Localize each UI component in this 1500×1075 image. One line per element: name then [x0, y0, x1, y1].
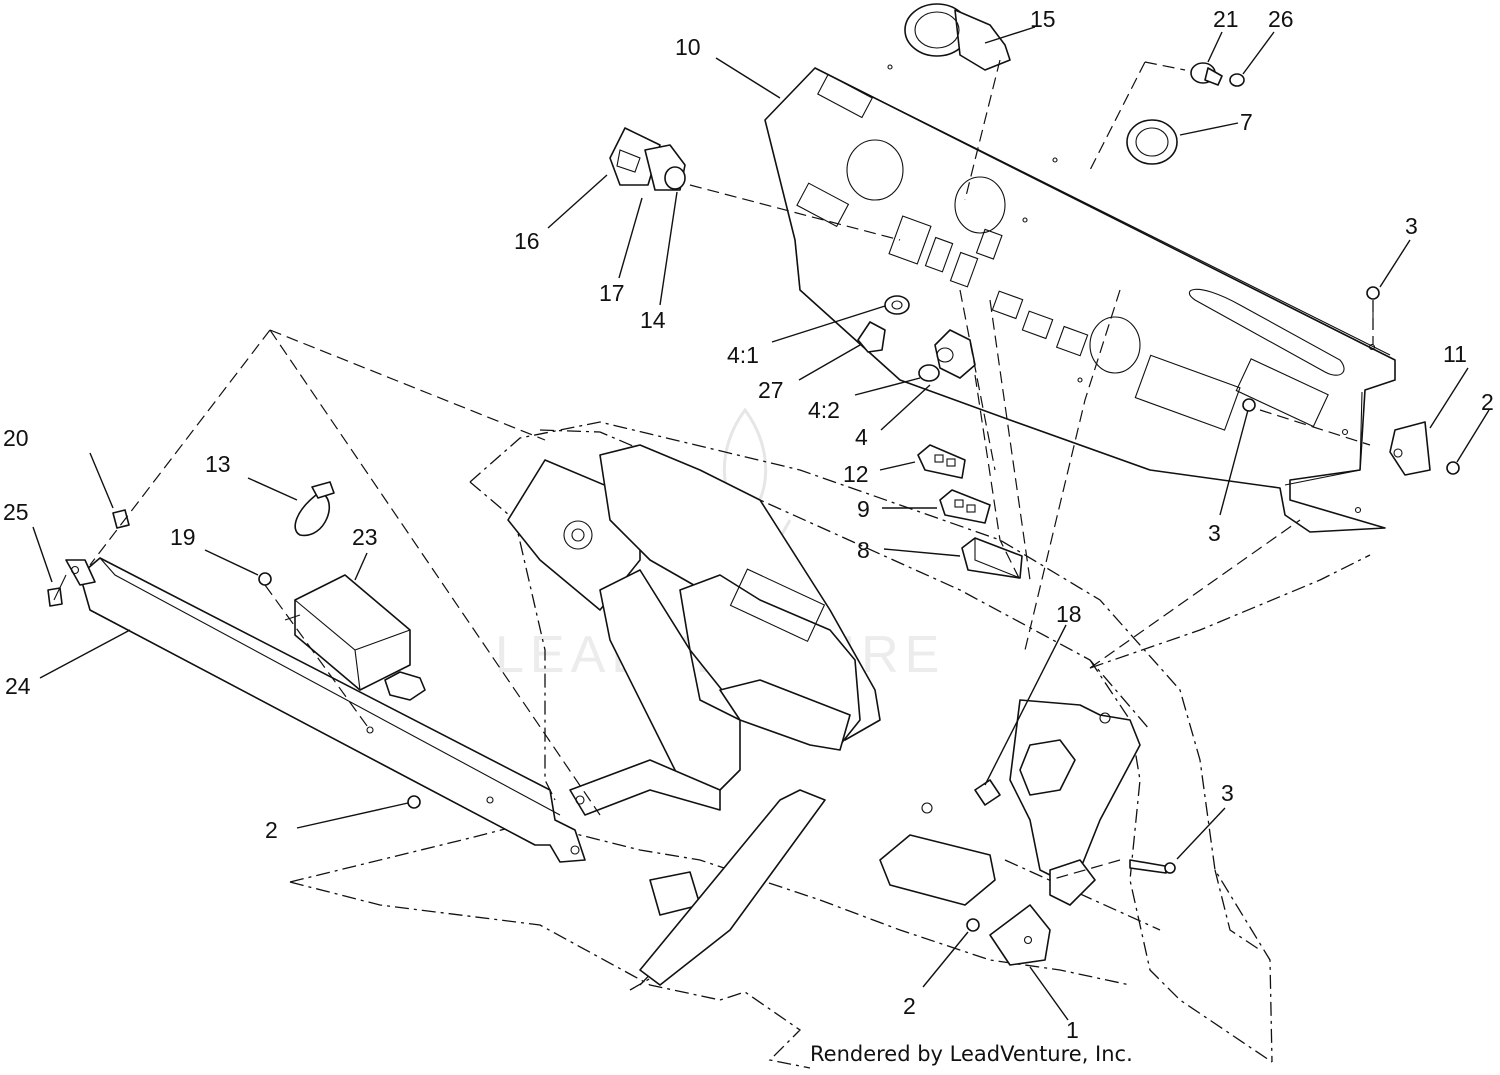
dash-frame-assembly: [507, 444, 1141, 986]
relay-9: [939, 489, 991, 524]
phantom-connection-lines: [89, 59, 1374, 881]
callout-9: 9: [857, 496, 870, 522]
callout-18: 18: [1056, 601, 1082, 627]
bulb-26: [1229, 73, 1245, 87]
callout-14: 14: [640, 307, 666, 333]
render-credit: Rendered by LeadVenture, Inc.: [810, 1042, 1133, 1066]
mounting-rail: [65, 557, 586, 863]
callout-24: 24: [5, 673, 31, 699]
grommet-7: [1126, 119, 1178, 165]
callout-13: 13: [205, 451, 231, 477]
callout-2-lower: 2: [265, 817, 278, 843]
fastener-19: [258, 572, 272, 586]
callout-3-top: 3: [1405, 213, 1418, 239]
callout-10: 10: [675, 34, 701, 60]
indicator-21: [1190, 62, 1223, 86]
relay-module: [284, 574, 426, 701]
callout-17: 17: [599, 280, 625, 306]
washer-4-1: [884, 295, 910, 315]
cable-tie: [294, 481, 335, 537]
fastener-25: [47, 574, 67, 607]
callout-20: 20: [3, 425, 29, 451]
ring-14: [664, 166, 686, 190]
callout-19: 19: [170, 524, 196, 550]
bracket-1: [989, 904, 1051, 966]
callout-21: 21: [1213, 6, 1239, 32]
nut-2-lower: [407, 795, 421, 809]
console-panel: [764, 64, 1396, 533]
callout-4: 4: [855, 424, 868, 450]
key-27: [857, 321, 886, 353]
bolt-3-bottom: [1129, 859, 1176, 874]
leader-lines: [32, 26, 1490, 1021]
nut-3-mid: [1242, 398, 1256, 412]
nut-2-right: [1446, 461, 1460, 475]
callout-labels: 10 15 21 26 7 16 17 14 3 11 2 4:1 27 4:2…: [3, 6, 1494, 1043]
callout-26: 26: [1268, 6, 1294, 32]
bracket-11: [1389, 421, 1431, 476]
nut-2-bottom: [966, 918, 980, 932]
callout-3-mid: 3: [1208, 520, 1221, 546]
callout-3-bottom: 3: [1221, 780, 1234, 806]
callout-8: 8: [857, 537, 870, 563]
washer-4-2: [918, 364, 940, 382]
callout-4-2: 4:2: [808, 397, 840, 423]
callout-25: 25: [3, 499, 29, 525]
callout-12: 12: [843, 461, 869, 487]
hour-meter-15: [904, 3, 1011, 71]
callout-7: 7: [1240, 109, 1253, 135]
callout-27: 27: [758, 377, 784, 403]
relay-12: [917, 444, 966, 479]
callout-23: 23: [352, 524, 378, 550]
callout-2-right: 2: [1481, 389, 1494, 415]
callout-1: 1: [1066, 1017, 1079, 1043]
clip-18: [974, 779, 1001, 806]
callout-2-bottom: 2: [903, 993, 916, 1019]
fastener-20: [112, 509, 130, 529]
callout-16: 16: [514, 228, 540, 254]
callout-15: 15: [1030, 6, 1056, 32]
relay-8: [961, 537, 1023, 579]
callout-4-1: 4:1: [727, 342, 759, 368]
callout-11: 11: [1443, 341, 1467, 367]
